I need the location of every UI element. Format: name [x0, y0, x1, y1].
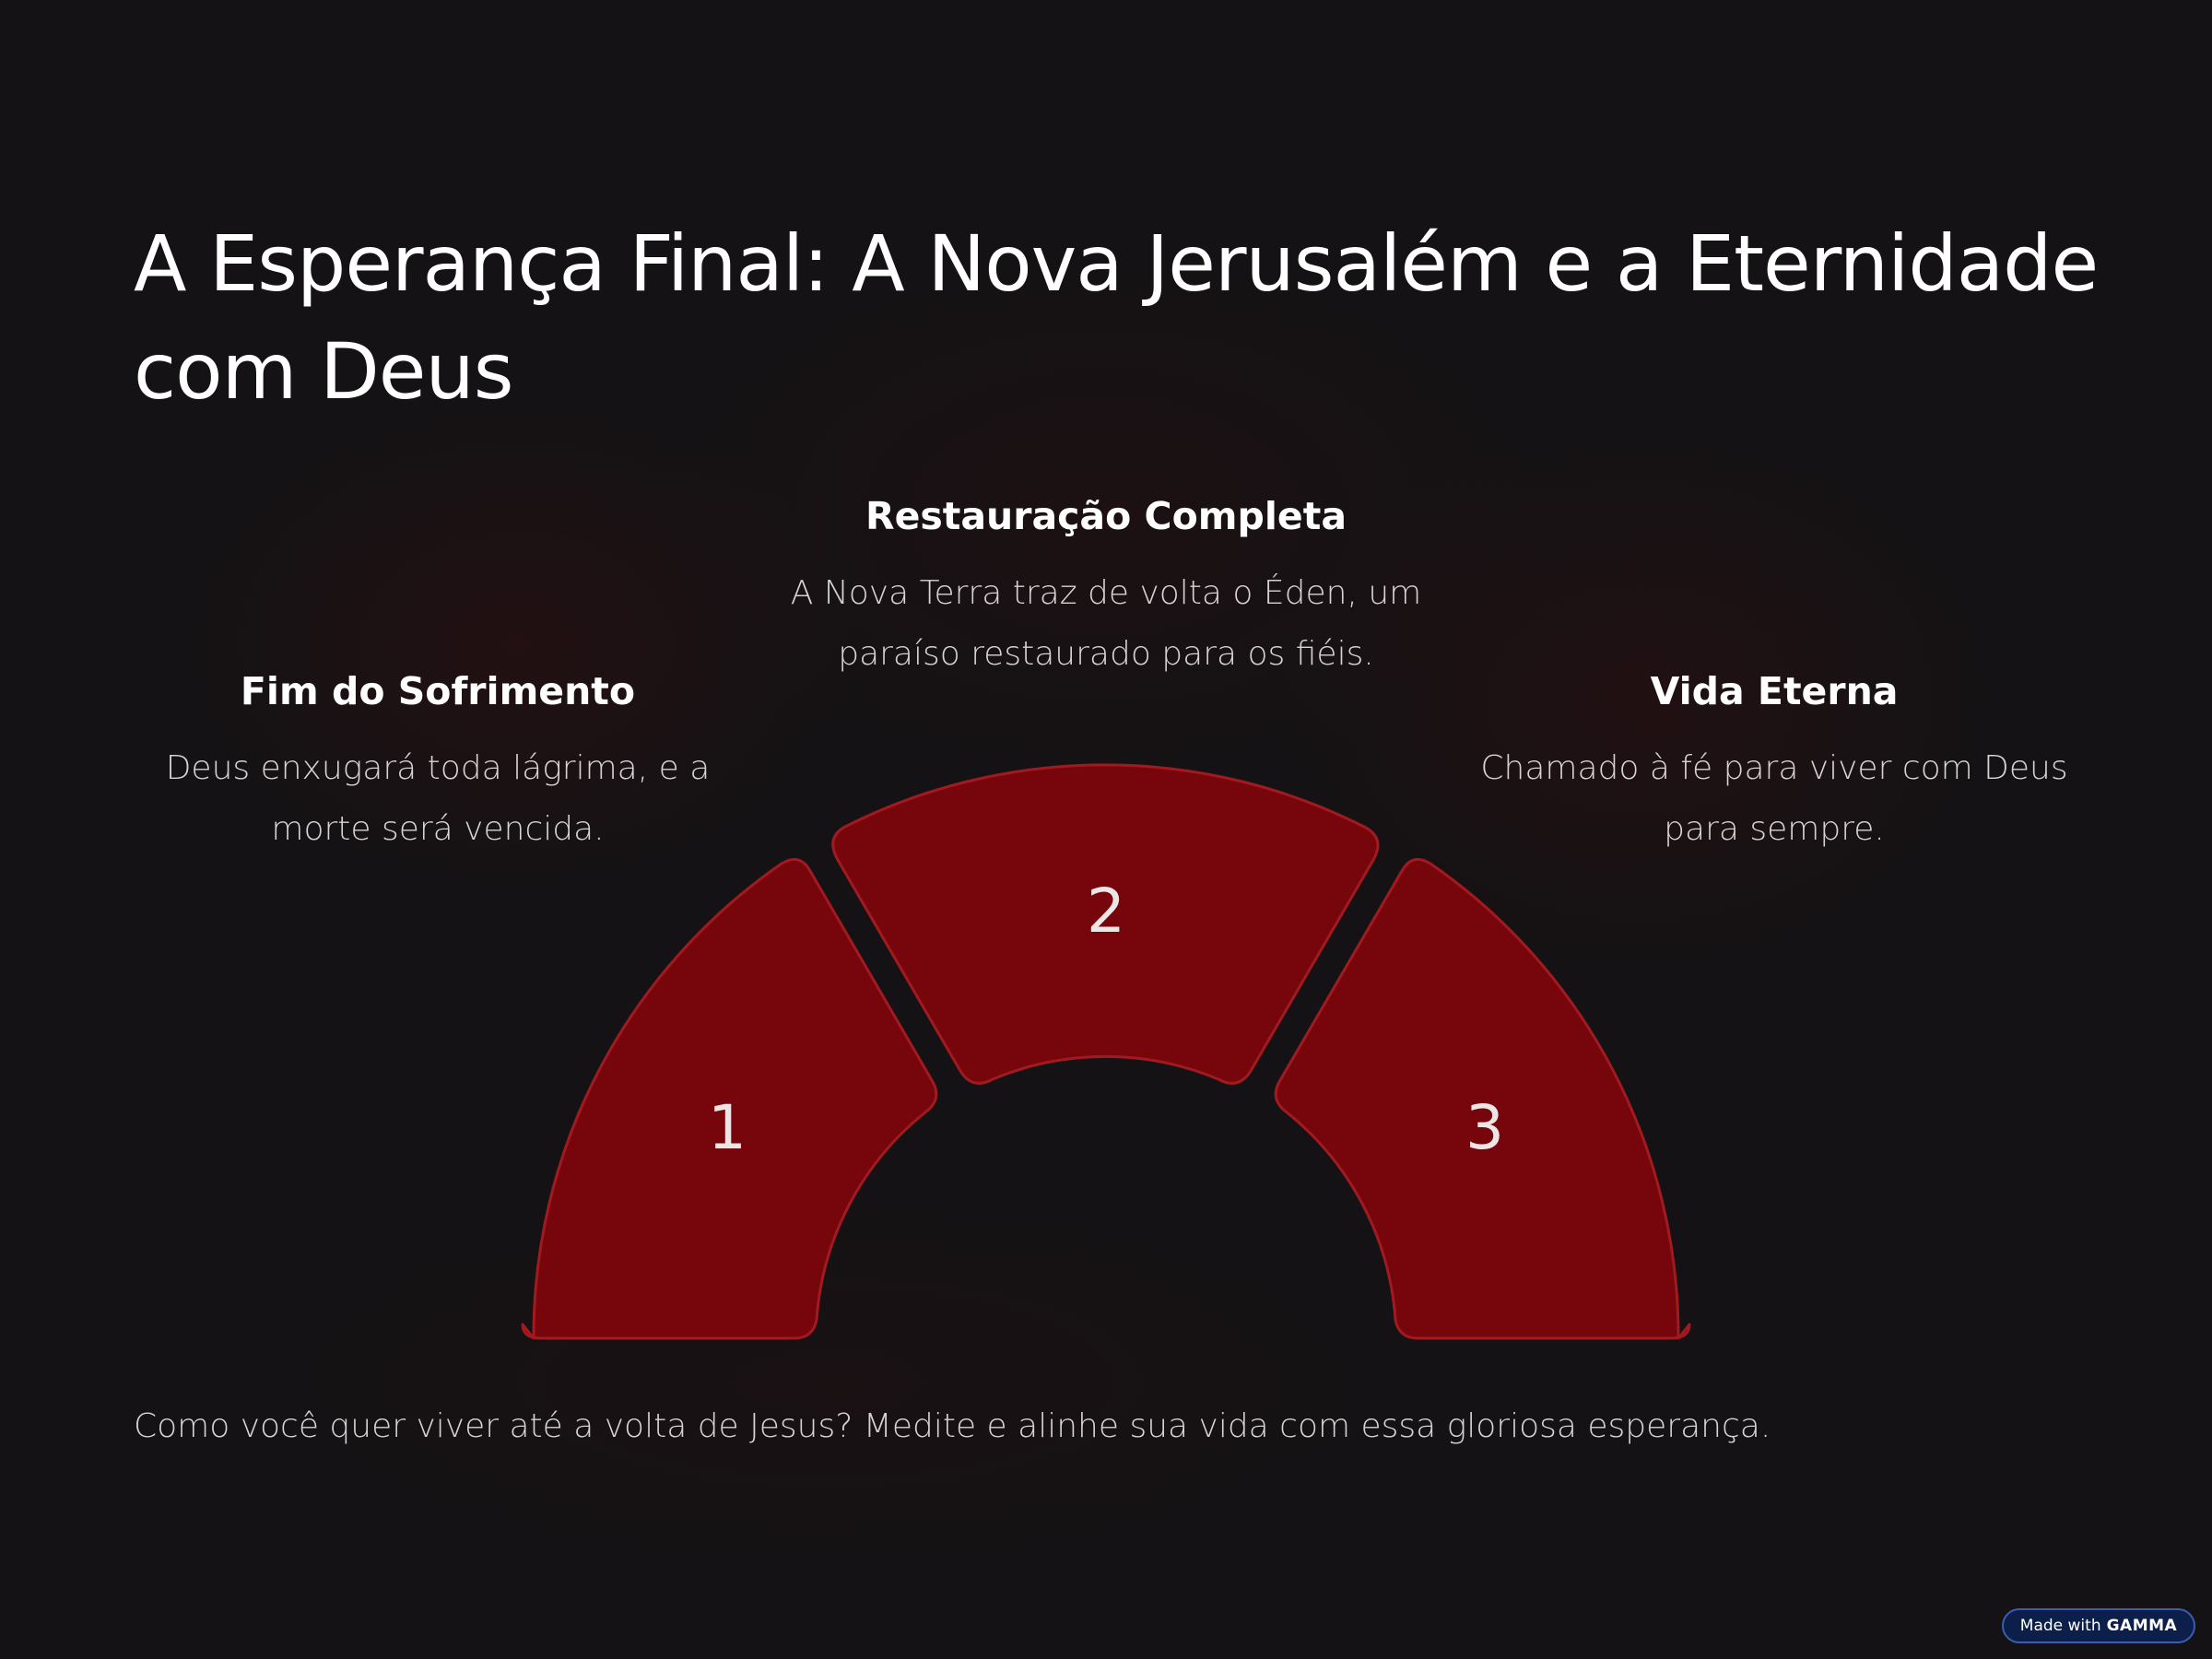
- item-description: Deus enxugará toda lágrima, e a morte se…: [165, 749, 711, 848]
- item-description: Chamado à fé para viver com Deus para se…: [1480, 749, 2068, 848]
- page-title: A Esperança Final: A Nova Jerusalém e a …: [134, 218, 2099, 417]
- gauge-segment-number: 3: [1465, 1092, 1504, 1163]
- item-heading: Vida Eterna: [1650, 669, 1899, 713]
- item-block-restauracao-completa: Restauração Completa A Nova Terra traz d…: [737, 493, 1475, 685]
- item-heading: Restauração Completa: [865, 494, 1347, 538]
- item-description: A Nova Terra traz de volta o Éden, um pa…: [790, 574, 1422, 673]
- gauge-segment-2-shape[interactable]: [831, 763, 1380, 1085]
- item-block-fim-do-sofrimento: Fim do Sofrimento Deus enxugará toda lág…: [138, 668, 737, 860]
- gamma-logo: GAMMA: [2106, 1617, 2178, 1635]
- made-with-gamma-badge[interactable]: Made with GAMMA: [2002, 1608, 2195, 1643]
- badge-prefix: Made with: [2019, 1617, 2101, 1635]
- item-heading: Fim do Sofrimento: [240, 669, 636, 713]
- gauge-segment-3[interactable]: 3: [1274, 858, 1691, 1340]
- gauge-segment-1[interactable]: 1: [521, 858, 938, 1340]
- gauge-segment-1-shape[interactable]: [521, 858, 938, 1340]
- gauge-segment-number: 2: [1087, 876, 1125, 947]
- gauge-segment-2[interactable]: 2: [831, 763, 1380, 1085]
- gauge-segment-number: 1: [708, 1092, 747, 1163]
- closing-reflection-text: Como você quer viver até a volta de Jesu…: [134, 1407, 1771, 1445]
- item-block-vida-eterna: Vida Eterna Chamado à fé para viver com …: [1475, 668, 2074, 860]
- gauge-segment-3-shape[interactable]: [1274, 858, 1691, 1340]
